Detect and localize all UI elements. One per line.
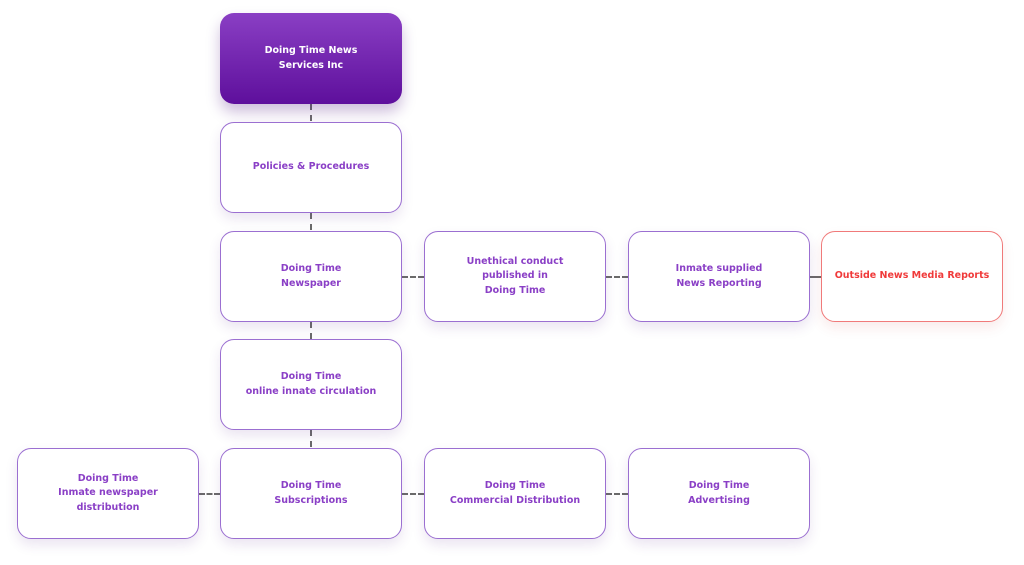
connector-policies-newspaper — [310, 213, 312, 230]
node-inmate-distribution-label: Doing Time Inmate newspaper distribution — [58, 472, 158, 513]
node-commercial-label: Doing Time Commercial Distribution — [449, 480, 581, 506]
node-inmate-distribution[interactable]: Doing Time Inmate newspaper distribution — [17, 448, 199, 539]
node-outside-media-label: Outside News Media Reports — [834, 270, 990, 282]
node-newspaper[interactable]: Doing Time Newspaper — [220, 231, 402, 322]
node-subscriptions[interactable]: Doing Time Subscriptions — [220, 448, 402, 539]
node-policies-label: Policies & Procedures — [252, 161, 370, 173]
connector-newspaper-online — [310, 322, 312, 339]
connector-inmate-supplied-outside-media — [809, 276, 821, 278]
node-policies[interactable]: Policies & Procedures — [220, 122, 402, 213]
node-inmate-supplied[interactable]: Inmate supplied News Reporting — [628, 231, 810, 322]
connector-subscriptions-commercial — [402, 493, 424, 495]
node-subscriptions-label: Doing Time Subscriptions — [274, 480, 348, 506]
node-newspaper-label: Doing Time Newspaper — [280, 263, 342, 289]
node-online[interactable]: Doing Time online innate circulation — [220, 339, 402, 430]
node-advertising[interactable]: Doing Time Advertising — [628, 448, 810, 539]
node-advertising-label: Doing Time Advertising — [688, 480, 750, 506]
connector-commercial-advertising — [606, 493, 628, 495]
node-unethical-label: Unethical conduct published in Doing Tim… — [466, 255, 564, 296]
node-unethical[interactable]: Unethical conduct published in Doing Tim… — [424, 231, 606, 322]
node-root-label: Doing Time News Services Inc — [264, 45, 358, 71]
connector-newspaper-unethical — [402, 276, 424, 278]
node-online-label: Doing Time online innate circulation — [245, 371, 377, 397]
node-root[interactable]: Doing Time News Services Inc — [220, 13, 402, 104]
node-inmate-supplied-label: Inmate supplied News Reporting — [675, 263, 763, 289]
connector-inmate-distribution-subscriptions — [199, 493, 220, 495]
connector-root-policies — [310, 104, 312, 121]
node-commercial[interactable]: Doing Time Commercial Distribution — [424, 448, 606, 539]
node-outside-media[interactable]: Outside News Media Reports — [821, 231, 1003, 322]
connector-online-subscriptions — [310, 430, 312, 447]
connector-unethical-inmate-supplied — [606, 276, 628, 278]
